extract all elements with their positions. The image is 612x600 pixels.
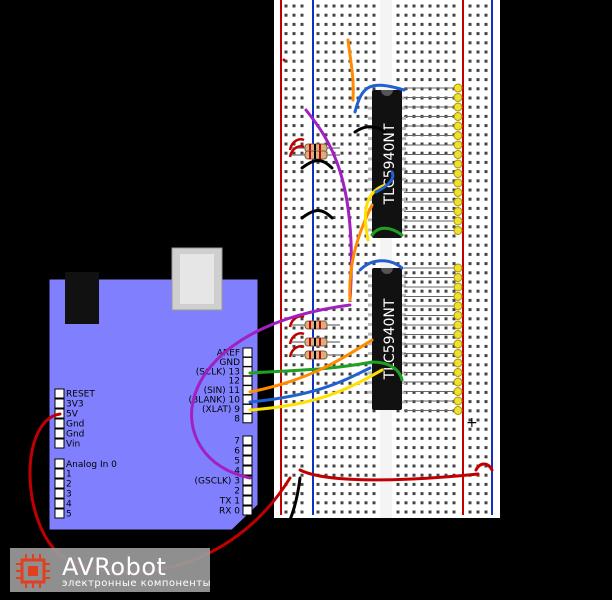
arduino-pin-label: TX 1 xyxy=(219,497,240,507)
logo-title: AVRobot xyxy=(62,553,167,581)
led xyxy=(404,320,463,330)
arduino-pin-label: GND xyxy=(219,358,240,368)
arduino-pin-label: 2 xyxy=(234,487,240,497)
led xyxy=(404,330,463,339)
led xyxy=(404,159,463,169)
arduino-pin-label: (SIN) 11 xyxy=(204,386,240,396)
power-pin-label: Gnd xyxy=(66,430,84,440)
tlc5940-chip: TLC5940NT xyxy=(368,90,406,238)
led xyxy=(404,301,463,311)
analog-pin-label: 5 xyxy=(66,510,72,520)
arduino-pin-label: (GSCLK) 3 xyxy=(195,477,241,487)
led xyxy=(404,150,463,159)
led xyxy=(404,273,463,282)
led xyxy=(404,349,463,358)
led xyxy=(404,140,463,150)
arduino-pin-label: 12 xyxy=(229,377,240,387)
power-pin-label: 3V3 xyxy=(66,400,84,410)
led xyxy=(404,178,463,188)
led xyxy=(404,387,463,396)
arduino-pin-label: AREF xyxy=(217,349,240,359)
logo-subtitle: электронные компоненты xyxy=(62,578,211,589)
led xyxy=(404,263,463,273)
led xyxy=(404,216,463,226)
arduino-pin-label: 6 xyxy=(234,447,240,457)
analog-pin-label: 2 xyxy=(66,480,72,490)
led xyxy=(404,197,463,207)
led xyxy=(404,396,463,406)
wires xyxy=(28,38,494,574)
analog-pin-label: 1 xyxy=(66,470,72,480)
led xyxy=(404,121,463,131)
led xyxy=(404,282,463,292)
power-pin-label: Gnd xyxy=(66,420,84,430)
led xyxy=(404,226,463,235)
arduino-pin-label: 4 xyxy=(234,467,240,477)
arduino-pin-label: (XLAT) 9 xyxy=(202,405,240,415)
rail-plus-marker: + xyxy=(466,415,478,431)
analog-pin-label: 3 xyxy=(66,490,72,500)
resistor xyxy=(288,345,340,360)
resistor xyxy=(288,332,340,347)
chip-label: TLC5940NT xyxy=(382,298,398,380)
led xyxy=(404,311,463,320)
led xyxy=(404,339,463,349)
led xyxy=(404,169,463,178)
arduino-pin-label: RX 0 xyxy=(219,507,240,517)
resistor xyxy=(288,145,340,160)
led xyxy=(404,358,463,368)
led xyxy=(404,406,463,415)
power-pin-label: RESET xyxy=(66,390,95,400)
power-pin-label: Vin xyxy=(66,440,80,450)
led xyxy=(404,93,463,102)
arduino-pin-label: 5 xyxy=(234,457,240,467)
led xyxy=(404,83,463,93)
breadboard xyxy=(274,0,500,518)
led xyxy=(404,102,463,112)
led xyxy=(404,131,463,140)
led xyxy=(404,368,463,377)
led xyxy=(404,188,463,197)
led xyxy=(404,207,463,216)
arduino-pin-label: (BLANK) 10 xyxy=(188,396,240,406)
analog-title: Analog In 0 xyxy=(66,460,117,470)
led xyxy=(404,292,463,301)
led xyxy=(404,112,463,121)
tlc5940-chip: TLC5940NT xyxy=(368,268,406,410)
power-pin-label: 5V xyxy=(66,410,79,420)
chip-logo-icon xyxy=(16,554,50,588)
analog-pin-label: 4 xyxy=(66,500,72,510)
arduino-pin-label: 7 xyxy=(234,437,240,447)
chip-label: TLC5940NT xyxy=(382,123,398,205)
arduino-pin-label: 8 xyxy=(234,414,240,424)
led xyxy=(404,377,463,387)
arduino-pin-label: (SCLK) 13 xyxy=(196,367,240,377)
